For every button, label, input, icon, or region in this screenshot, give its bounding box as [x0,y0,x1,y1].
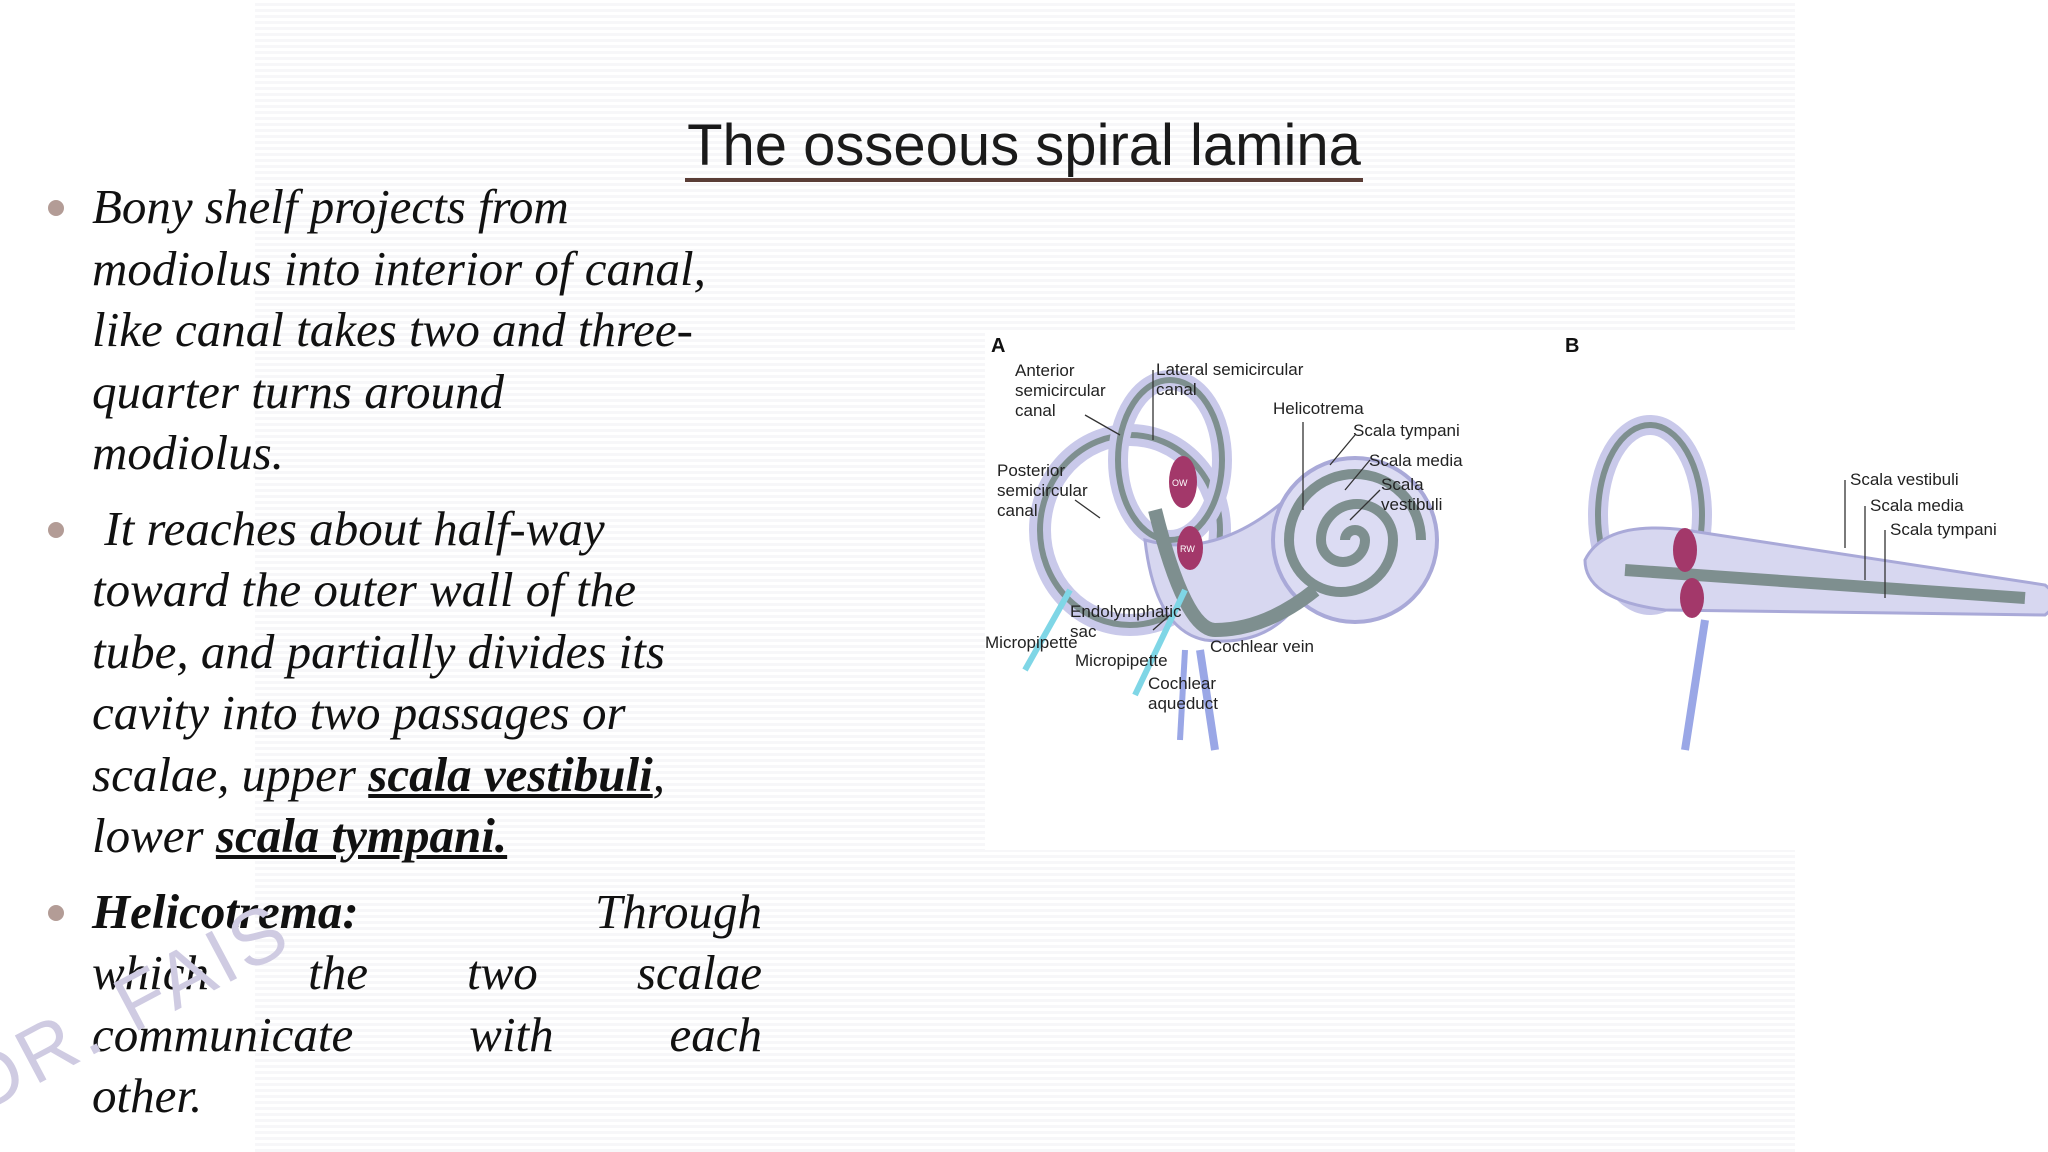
round-window [1177,526,1203,570]
bullet-line: communicate with each [92,1006,762,1062]
bullet-line: modiolus into interior of canal, [92,240,706,296]
bullet-line: It reaches about half-way [92,500,605,556]
panel-a-labels: Anterior semicircular canal Lateral semi… [985,360,1463,713]
label-helicotrema: Helicotrema [1273,399,1364,418]
bullet-item: It reaches about half-way toward the out… [40,498,780,867]
label-cochlear-vein: Cochlear vein [1210,637,1314,656]
bullet-dot-icon [48,521,64,538]
bullet-item: Helicotrema: Through which the two scala… [40,881,780,1127]
label-posterior: semicircular [997,481,1088,500]
label-anterior: semicircular [1015,381,1106,400]
oval-window [1169,456,1197,508]
label-lateral: Lateral semicircular [1156,360,1304,379]
term-helicotrema: Helicotrema: [92,883,359,939]
panel-b-drawing: Scala vestibuli Scala media Scala tympan… [1583,415,2048,751]
micropipette-mid [1132,588,1188,697]
cochlear-duct-spiral [1283,469,1426,597]
bullet-line: tube, and partially divides its [92,623,665,679]
leader-lines-b [1844,480,1886,598]
label-posterior: Posterior [997,461,1065,480]
bullet-line: other. [92,1068,203,1123]
round-window-b [1680,578,1704,618]
cochlear-vein-vessel [1196,649,1219,751]
label-cochlear-aqueduct: aqueduct [1148,694,1218,713]
saccule-duct [1148,508,1320,638]
label-endolymphatic-sac: Endolymphatic [1070,602,1182,621]
vessel-b [1681,619,1709,751]
term-scala-tympani: scala tympani. [215,808,508,863]
label-anterior: canal [1015,401,1056,420]
panel-a-drawing: OW RW Anterior semicircular canal Latera… [985,360,1463,751]
micropipette-left [1022,588,1073,672]
label-micropipette: Micropipette [985,633,1078,652]
bullet-line: quarter turns around [92,363,505,419]
bullet-dot-icon [48,200,64,216]
bullet-text: scalae, upper [92,746,369,802]
label-lateral: canal [1156,380,1197,399]
bullet-line: scalae, upper scala vestibuli, [92,744,780,806]
label-scala-vestibuli: Scala [1381,475,1424,494]
uncoiled-duct [1624,564,2026,604]
label-b-scala-media: Scala media [1870,496,1964,515]
bullet-dot-icon [48,904,64,921]
bullet-text: lower [92,808,216,863]
bullet-line: Helicotrema: Through [92,881,762,943]
oval-window-label: OW [1172,478,1188,488]
bullet-line: like canal takes two and three- [92,302,693,357]
bullet-line: toward the outer wall of the [92,562,636,617]
label-posterior: canal [997,501,1038,520]
label-micropipette: Micropipette [1075,651,1168,670]
label-b-scala-tympani: Scala tympani [1890,520,1997,539]
round-window-label: RW [1180,544,1195,554]
label-endolymphatic-sac: sac [1070,622,1097,641]
bullet-text: Through [594,883,762,939]
slide-title: The osseous spiral lamina [0,112,2048,182]
bullet-line: modiolus. [92,425,284,480]
bullet-text: , [652,746,665,802]
cochlear-aqueduct-vessel [1177,649,1188,741]
label-scala-media: Scala media [1369,451,1463,470]
panel-label-b: B [1565,335,1579,357]
bullet-line: lower scala tympani. [92,805,780,867]
panel-label-a: A [991,335,1005,357]
label-b-scala-vestibuli: Scala vestibuli [1850,470,1959,489]
bullet-item: Bony shelf projects from modiolus into i… [40,176,780,484]
label-scala-vestibuli: vestibuli [1381,495,1442,514]
label-scala-tympani: Scala tympani [1353,421,1460,440]
bullet-list: Bony shelf projects from modiolus into i… [40,176,780,1127]
inner-ear-diagram: A B OW RW Anterior semicircu [985,330,2048,850]
oval-window-b [1673,528,1697,572]
bullet-line: which the two scalae [92,945,762,1000]
bullet-line: cavity into two passages or [92,685,626,740]
slide-title-text: The osseous spiral lamina [685,114,1363,182]
label-cochlear-aqueduct: Cochlear [1148,674,1216,693]
term-scala-vestibuli: scala vestibuli [368,746,653,802]
leader-lines [1074,370,1381,631]
bullet-line: Bony shelf projects from [92,179,569,234]
label-anterior: Anterior [1015,361,1075,380]
